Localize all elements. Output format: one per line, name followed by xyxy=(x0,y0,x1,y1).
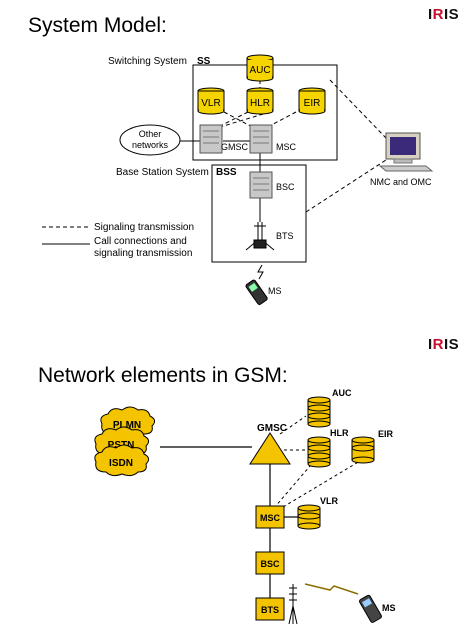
ss-tag: SS xyxy=(197,56,211,67)
gmsc-node: GMSC xyxy=(199,124,249,154)
msc-label: MSC xyxy=(260,513,281,523)
system-model-slide: System Model: IRIS Switching System SS B… xyxy=(28,6,460,305)
slide-title: Network elements in GSM: xyxy=(38,364,288,387)
bsc-label: BSC xyxy=(276,182,295,192)
auc-label: AUC xyxy=(249,65,270,76)
system-model-diagram: Switching System SS Base Station System … xyxy=(42,54,434,305)
msc-node: MSC xyxy=(255,505,285,529)
eir-node: EIR xyxy=(298,87,326,115)
bsc-node: BSC xyxy=(255,551,285,575)
nmc-omc-node: NMC and OMC xyxy=(370,132,434,187)
iris-logo: IRIS xyxy=(428,336,460,353)
legend-signaling: Signaling transmission xyxy=(94,222,194,233)
gmsc-label: GMSC xyxy=(257,423,287,434)
radio-link-icon xyxy=(257,264,264,280)
legend-call-1: Call connections and xyxy=(94,236,187,247)
legend-call-2: signaling transmission xyxy=(94,248,192,259)
msc-node: MSC xyxy=(249,124,297,154)
gmsc-label: GMSC xyxy=(221,142,249,152)
vlr-node: VLR xyxy=(297,496,339,530)
nmc-omc-label: NMC and OMC xyxy=(370,177,432,187)
other-networks-node: Other networks xyxy=(119,124,181,156)
msc-label: MSC xyxy=(276,142,297,152)
auc-node: AUC xyxy=(307,388,352,428)
auc-node: AUC xyxy=(246,54,274,82)
legend: Signaling transmission Call connections … xyxy=(42,222,194,259)
iris-logo: IRIS xyxy=(428,6,460,23)
radio-link-icon xyxy=(304,583,359,595)
network-elements-slide: Network elements in GSM: IRIS PLMN PSTN xyxy=(0,316,474,632)
isdn-cloud: ISDN xyxy=(94,444,150,477)
isdn-label: ISDN xyxy=(109,458,133,469)
gmsc-node: GMSC xyxy=(249,423,291,465)
bsc-node: BSC xyxy=(249,171,295,199)
eir-label: EIR xyxy=(378,429,394,439)
vlr-label: VLR xyxy=(320,496,339,506)
hlr-node: HLR xyxy=(246,87,274,115)
ms-node: MS xyxy=(245,264,282,305)
bts-node: BTS xyxy=(255,597,285,621)
eir-label: EIR xyxy=(304,98,321,109)
vlr-label: VLR xyxy=(201,98,220,109)
bsc-label: BSC xyxy=(260,559,280,569)
slide-title: System Model: xyxy=(28,14,167,37)
hlr-label: HLR xyxy=(330,428,349,438)
network-elements-diagram: PLMN PSTN ISDN GMSC AUC xyxy=(94,388,396,625)
ms-label: MS xyxy=(268,286,282,296)
antenna-icon xyxy=(288,584,298,625)
call-links xyxy=(177,140,261,222)
ms-node: MS xyxy=(359,594,396,623)
bts-label: BTS xyxy=(276,231,294,241)
bss-box xyxy=(211,164,307,263)
signaling-links xyxy=(273,415,361,511)
auc-label: AUC xyxy=(332,388,352,398)
switching-system-label: Switching System xyxy=(108,56,187,67)
eir-node: EIR xyxy=(351,429,394,464)
hlr-label: HLR xyxy=(250,98,270,109)
bss-tag: BSS xyxy=(216,167,237,178)
other-networks-label-1: Other xyxy=(139,129,162,139)
plmn-label: PLMN xyxy=(113,420,141,431)
hlr-node: HLR xyxy=(307,428,349,468)
bts-node: BTS xyxy=(245,222,294,251)
vlr-node: VLR xyxy=(197,87,225,115)
call-links xyxy=(160,446,298,598)
bts-label: BTS xyxy=(261,605,279,615)
ms-label: MS xyxy=(382,603,396,613)
other-networks-label-2: networks xyxy=(132,140,169,150)
bss-label: Base Station System xyxy=(116,167,209,178)
